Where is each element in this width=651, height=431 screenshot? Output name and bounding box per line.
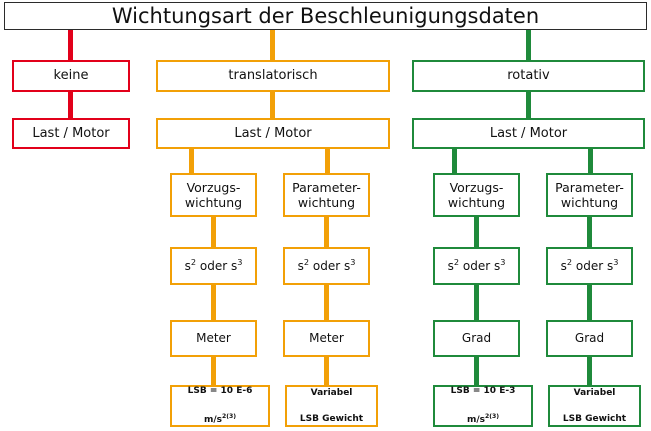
node-lsb-parameter-trans-label: Variabel LSB Gewicht <box>300 374 363 431</box>
node-parameterwichtung-trans-label: Parameter- wichtung <box>292 180 361 210</box>
node-exponent-parameter-rot[interactable]: s2 oder s3 <box>546 247 633 285</box>
connector-exp-to-unit-parameter-rot <box>587 285 592 320</box>
node-lsb-parameter-rot-label: Variabel LSB Gewicht <box>563 374 626 431</box>
node-unit-vorzugs-rot[interactable]: Grad <box>433 320 520 357</box>
lsb-value-line: Variabel <box>310 387 353 398</box>
connector-exp-to-unit-vorzugs-trans <box>211 285 216 320</box>
connector-unit-to-lsb-parameter-rot <box>587 357 592 385</box>
node-lsb-vorzugs-trans-label: LSB = 10 E-6 m/s2(3) <box>188 372 253 431</box>
connector-title-to-rotativ <box>526 30 531 60</box>
connector-title-to-keine <box>68 30 73 60</box>
connector-unit-to-lsb-vorzugs-trans <box>211 357 216 385</box>
lsb-value-line: Variabel <box>573 387 616 398</box>
connector-lastmotor-to-parameter-trans <box>325 149 330 173</box>
connector-unit-to-lsb-parameter-trans <box>324 357 329 385</box>
lsb-value-line: LSB = 10 E-3 <box>450 386 516 396</box>
lsb-weight-line: LSB Gewicht <box>299 413 364 424</box>
node-lastmotor-rotativ-label: Last / Motor <box>489 125 568 141</box>
node-translatorisch-label: translatorisch <box>228 68 318 83</box>
node-keine-label: keine <box>53 68 89 83</box>
connector-lastmotor-to-parameter-rot <box>588 149 593 173</box>
node-unit-vorzugs-trans-label: Meter <box>196 331 231 345</box>
lsb-unit-line: m/s2(3) <box>203 413 237 425</box>
node-exponent-vorzugs-trans[interactable]: s2 oder s3 <box>170 247 257 285</box>
node-exponent-parameter-trans[interactable]: s2 oder s3 <box>283 247 370 285</box>
connector-exp-to-unit-parameter-trans <box>324 285 329 320</box>
node-lastmotor-keine[interactable]: Last / Motor <box>12 118 130 149</box>
node-lsb-vorzugs-rot-label: LSB = 10 E-3 m/s2(3) <box>451 372 516 431</box>
node-lastmotor-keine-label: Last / Motor <box>32 125 110 141</box>
node-lsb-parameter-trans[interactable]: Variabel LSB Gewicht <box>285 385 378 427</box>
node-keine[interactable]: keine <box>12 60 130 92</box>
node-unit-vorzugs-rot-label: Grad <box>461 331 492 345</box>
node-unit-parameter-trans[interactable]: Meter <box>283 320 370 357</box>
connector-lastmotor-to-vorzugs-rot <box>452 149 457 173</box>
connector-title-to-translatorisch <box>270 30 275 60</box>
lsb-value-line: LSB = 10 E-6 <box>187 386 253 396</box>
node-parameterwichtung-rot[interactable]: Parameter- wichtung <box>546 173 633 217</box>
connector-lastmotor-to-vorzugs-trans <box>189 149 194 173</box>
connector-parameter-to-exp-trans <box>324 217 329 247</box>
node-lastmotor-translatorisch[interactable]: Last / Motor <box>156 118 390 149</box>
connector-parameter-to-exp-rot <box>587 217 592 247</box>
node-parameterwichtung-rot-label: Parameter- wichtung <box>555 180 624 210</box>
node-vorzugswichtung-rot-label: Vorzugs- wichtung <box>447 180 506 210</box>
lsb-weight-line: LSB Gewicht <box>562 413 627 424</box>
connector-vorzugs-to-exp-trans <box>211 217 216 247</box>
page-title: Wichtungsart der Beschleunigungsdaten <box>111 3 540 28</box>
connector-keine-to-lastmotor <box>68 92 73 118</box>
node-rotativ-label: rotativ <box>507 68 550 83</box>
node-rotativ[interactable]: rotativ <box>412 60 645 92</box>
node-vorzugswichtung-rot[interactable]: Vorzugs- wichtung <box>433 173 520 217</box>
node-exponent-parameter-trans-label: s2 oder s3 <box>297 256 356 273</box>
node-parameterwichtung-trans[interactable]: Parameter- wichtung <box>283 173 370 217</box>
node-unit-parameter-rot[interactable]: Grad <box>546 320 633 357</box>
node-lastmotor-translatorisch-label: Last / Motor <box>234 125 312 141</box>
node-exponent-parameter-rot-label: s2 oder s3 <box>560 256 619 273</box>
node-unit-parameter-rot-label: Grad <box>574 331 605 345</box>
node-lsb-parameter-rot[interactable]: Variabel LSB Gewicht <box>548 385 641 427</box>
node-exponent-vorzugs-rot[interactable]: s2 oder s3 <box>433 247 520 285</box>
connector-translatorisch-to-lastmotor <box>270 92 275 118</box>
node-exponent-vorzugs-trans-label: s2 oder s3 <box>184 256 243 273</box>
node-lsb-vorzugs-trans[interactable]: LSB = 10 E-6 m/s2(3) <box>170 385 270 427</box>
connector-vorzugs-to-exp-rot <box>474 217 479 247</box>
node-translatorisch[interactable]: translatorisch <box>156 60 390 92</box>
node-vorzugswichtung-trans[interactable]: Vorzugs- wichtung <box>170 173 257 217</box>
connector-exp-to-unit-vorzugs-rot <box>474 285 479 320</box>
lsb-unit-line: m/s2(3) <box>466 413 500 425</box>
connector-rotativ-to-lastmotor <box>526 92 531 118</box>
node-lastmotor-rotativ[interactable]: Last / Motor <box>412 118 645 149</box>
node-unit-parameter-trans-label: Meter <box>309 331 344 345</box>
connector-unit-to-lsb-vorzugs-rot <box>474 357 479 385</box>
node-unit-vorzugs-trans[interactable]: Meter <box>170 320 257 357</box>
node-vorzugswichtung-trans-label: Vorzugs- wichtung <box>184 180 243 210</box>
node-lsb-vorzugs-rot[interactable]: LSB = 10 E-3 m/s2(3) <box>433 385 533 427</box>
diagram-title-bar: Wichtungsart der Beschleunigungsdaten <box>4 2 647 30</box>
node-exponent-vorzugs-rot-label: s2 oder s3 <box>447 256 506 273</box>
